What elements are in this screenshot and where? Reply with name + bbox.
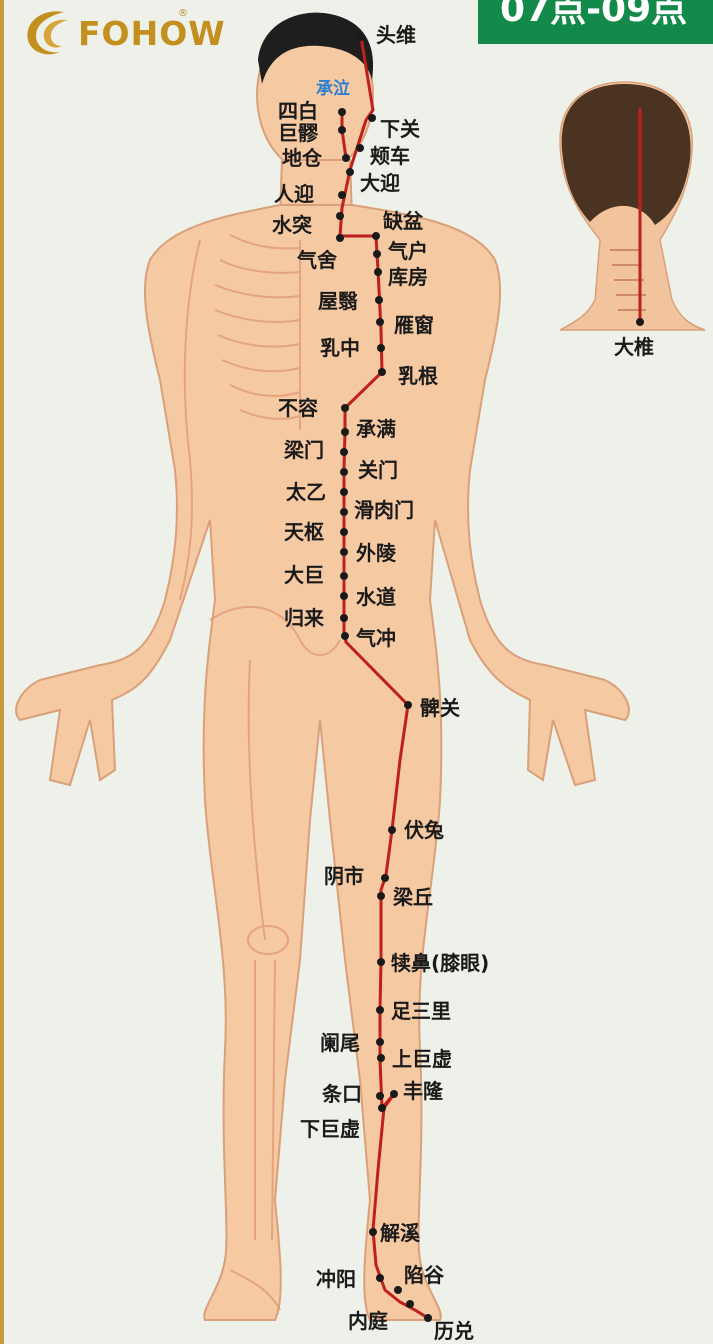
point-fenglong: 丰隆 [403, 1080, 443, 1102]
point-kufang: 库房 [388, 266, 428, 288]
point-liangmen-dot [340, 448, 348, 456]
point-neiting: 内庭 [348, 1310, 388, 1332]
point-daju: 大巨 [284, 564, 324, 586]
point-kufang-dot [374, 268, 382, 276]
point-dicang-dot [342, 154, 350, 162]
point-tianshu: 天枢 [284, 521, 324, 543]
point-qihu-dot [373, 250, 381, 258]
point-rugen-dot [378, 368, 386, 376]
point-yinshi: 阴市 [324, 865, 364, 887]
point-touwei: 头维 [376, 24, 416, 46]
point-jiache-dot [356, 144, 364, 152]
point-lidui: 历兑 [434, 1320, 474, 1342]
point-dicang: 地仓 [282, 147, 322, 169]
point-wuyi: 屋翳 [318, 290, 358, 312]
point-lanwei: 阑尾 [320, 1032, 360, 1054]
point-huaroumen: 滑肉门 [354, 499, 414, 521]
point-shuidao-dot [340, 592, 348, 600]
point-zusanli-dot [376, 1006, 384, 1014]
point-chengman-dot [341, 428, 349, 436]
point-quepen-dot [372, 232, 380, 240]
point-shuitu: 水突 [272, 214, 312, 236]
point-shangjuxu-dot [377, 1054, 385, 1062]
point-lanwei-dot [376, 1038, 384, 1046]
point-renying-dot [338, 191, 346, 199]
point-shangjuxu: 上巨虚 [392, 1048, 452, 1070]
point-dazhui-dot [636, 318, 644, 326]
point-chengqi: 承泣 [316, 78, 350, 100]
point-zusanli: 足三里 [391, 1000, 451, 1022]
point-lidui-dot [424, 1314, 432, 1322]
point-renying: 人迎 [274, 183, 314, 205]
point-taiyi: 太乙 [286, 481, 326, 503]
point-biguan-dot [404, 701, 412, 709]
point-tiaokou-dot [376, 1092, 384, 1100]
point-tianshu-dot [340, 528, 348, 536]
head-inset [560, 82, 705, 330]
point-liangqiu-dot [377, 892, 385, 900]
point-shuitu-dot [336, 212, 344, 220]
point-rugen: 乳根 [398, 365, 438, 387]
point-neiting-dot [406, 1300, 414, 1308]
point-xiajuxu: 下巨虚 [300, 1118, 360, 1140]
point-quepen: 缺盆 [383, 210, 423, 232]
point-guilai: 归来 [284, 607, 324, 629]
point-yingchuang: 雁窗 [394, 314, 434, 336]
point-xiangu-dot [394, 1286, 402, 1294]
point-jiache: 颊车 [370, 145, 410, 167]
point-taiyi-dot [340, 488, 348, 496]
point-xiajuxu-dot [378, 1104, 386, 1112]
point-shuidao: 水道 [356, 586, 396, 608]
point-qihu: 气户 [388, 240, 428, 262]
point-futu-dot [388, 826, 396, 834]
point-wuyi-dot [375, 296, 383, 304]
point-qishe: 气舍 [297, 249, 337, 271]
point-guanmen-dot [340, 468, 348, 476]
point-futu: 伏兔 [404, 819, 444, 841]
point-juliao: 巨髎 [278, 122, 318, 144]
point-daju-dot [340, 572, 348, 580]
point-wailing: 外陵 [356, 542, 396, 564]
point-touwei-dot [357, 33, 365, 41]
point-liangmen: 梁门 [284, 439, 324, 461]
point-wailing-dot [340, 548, 348, 556]
point-chongyang: 冲阳 [316, 1268, 356, 1290]
point-jiexi: 解溪 [380, 1222, 420, 1244]
point-daying-dot [346, 168, 354, 176]
point-dubi-dot [377, 958, 385, 966]
point-sibai: 四白 [278, 100, 318, 122]
point-biguan: 髀关 [420, 697, 460, 719]
point-huaroumen-dot [340, 508, 348, 516]
point-daying: 大迎 [360, 172, 400, 194]
point-xiaguan: 下关 [380, 118, 420, 140]
point-qishe-dot [336, 234, 344, 242]
point-qichong: 气冲 [356, 627, 396, 649]
point-burong: 不容 [278, 397, 318, 419]
point-yingchuang-dot [376, 318, 384, 326]
point-fenglong-dot [390, 1090, 398, 1098]
point-jiexi-dot [369, 1228, 377, 1236]
point-yinshi-dot [381, 874, 389, 882]
point-burong-dot [341, 404, 349, 412]
point-xiaguan-dot [368, 114, 376, 122]
point-dubi: 犊鼻(膝眼) [391, 952, 489, 974]
point-guanmen: 关门 [358, 459, 398, 481]
point-xiangu: 陷谷 [404, 1264, 444, 1286]
point-chongyang-dot [376, 1274, 384, 1282]
point-guilai-dot [340, 614, 348, 622]
point-ruzhong: 乳中 [320, 337, 360, 359]
point-dazhui: 大椎 [614, 336, 654, 358]
point-sibai-dot [338, 108, 346, 116]
point-qichong-dot [341, 632, 349, 640]
point-ruzhong-dot [377, 344, 385, 352]
point-chengman: 承满 [356, 418, 396, 440]
point-juliao-dot [338, 126, 346, 134]
point-tiaokou: 条口 [322, 1083, 362, 1105]
point-liangqiu: 梁丘 [393, 886, 433, 908]
